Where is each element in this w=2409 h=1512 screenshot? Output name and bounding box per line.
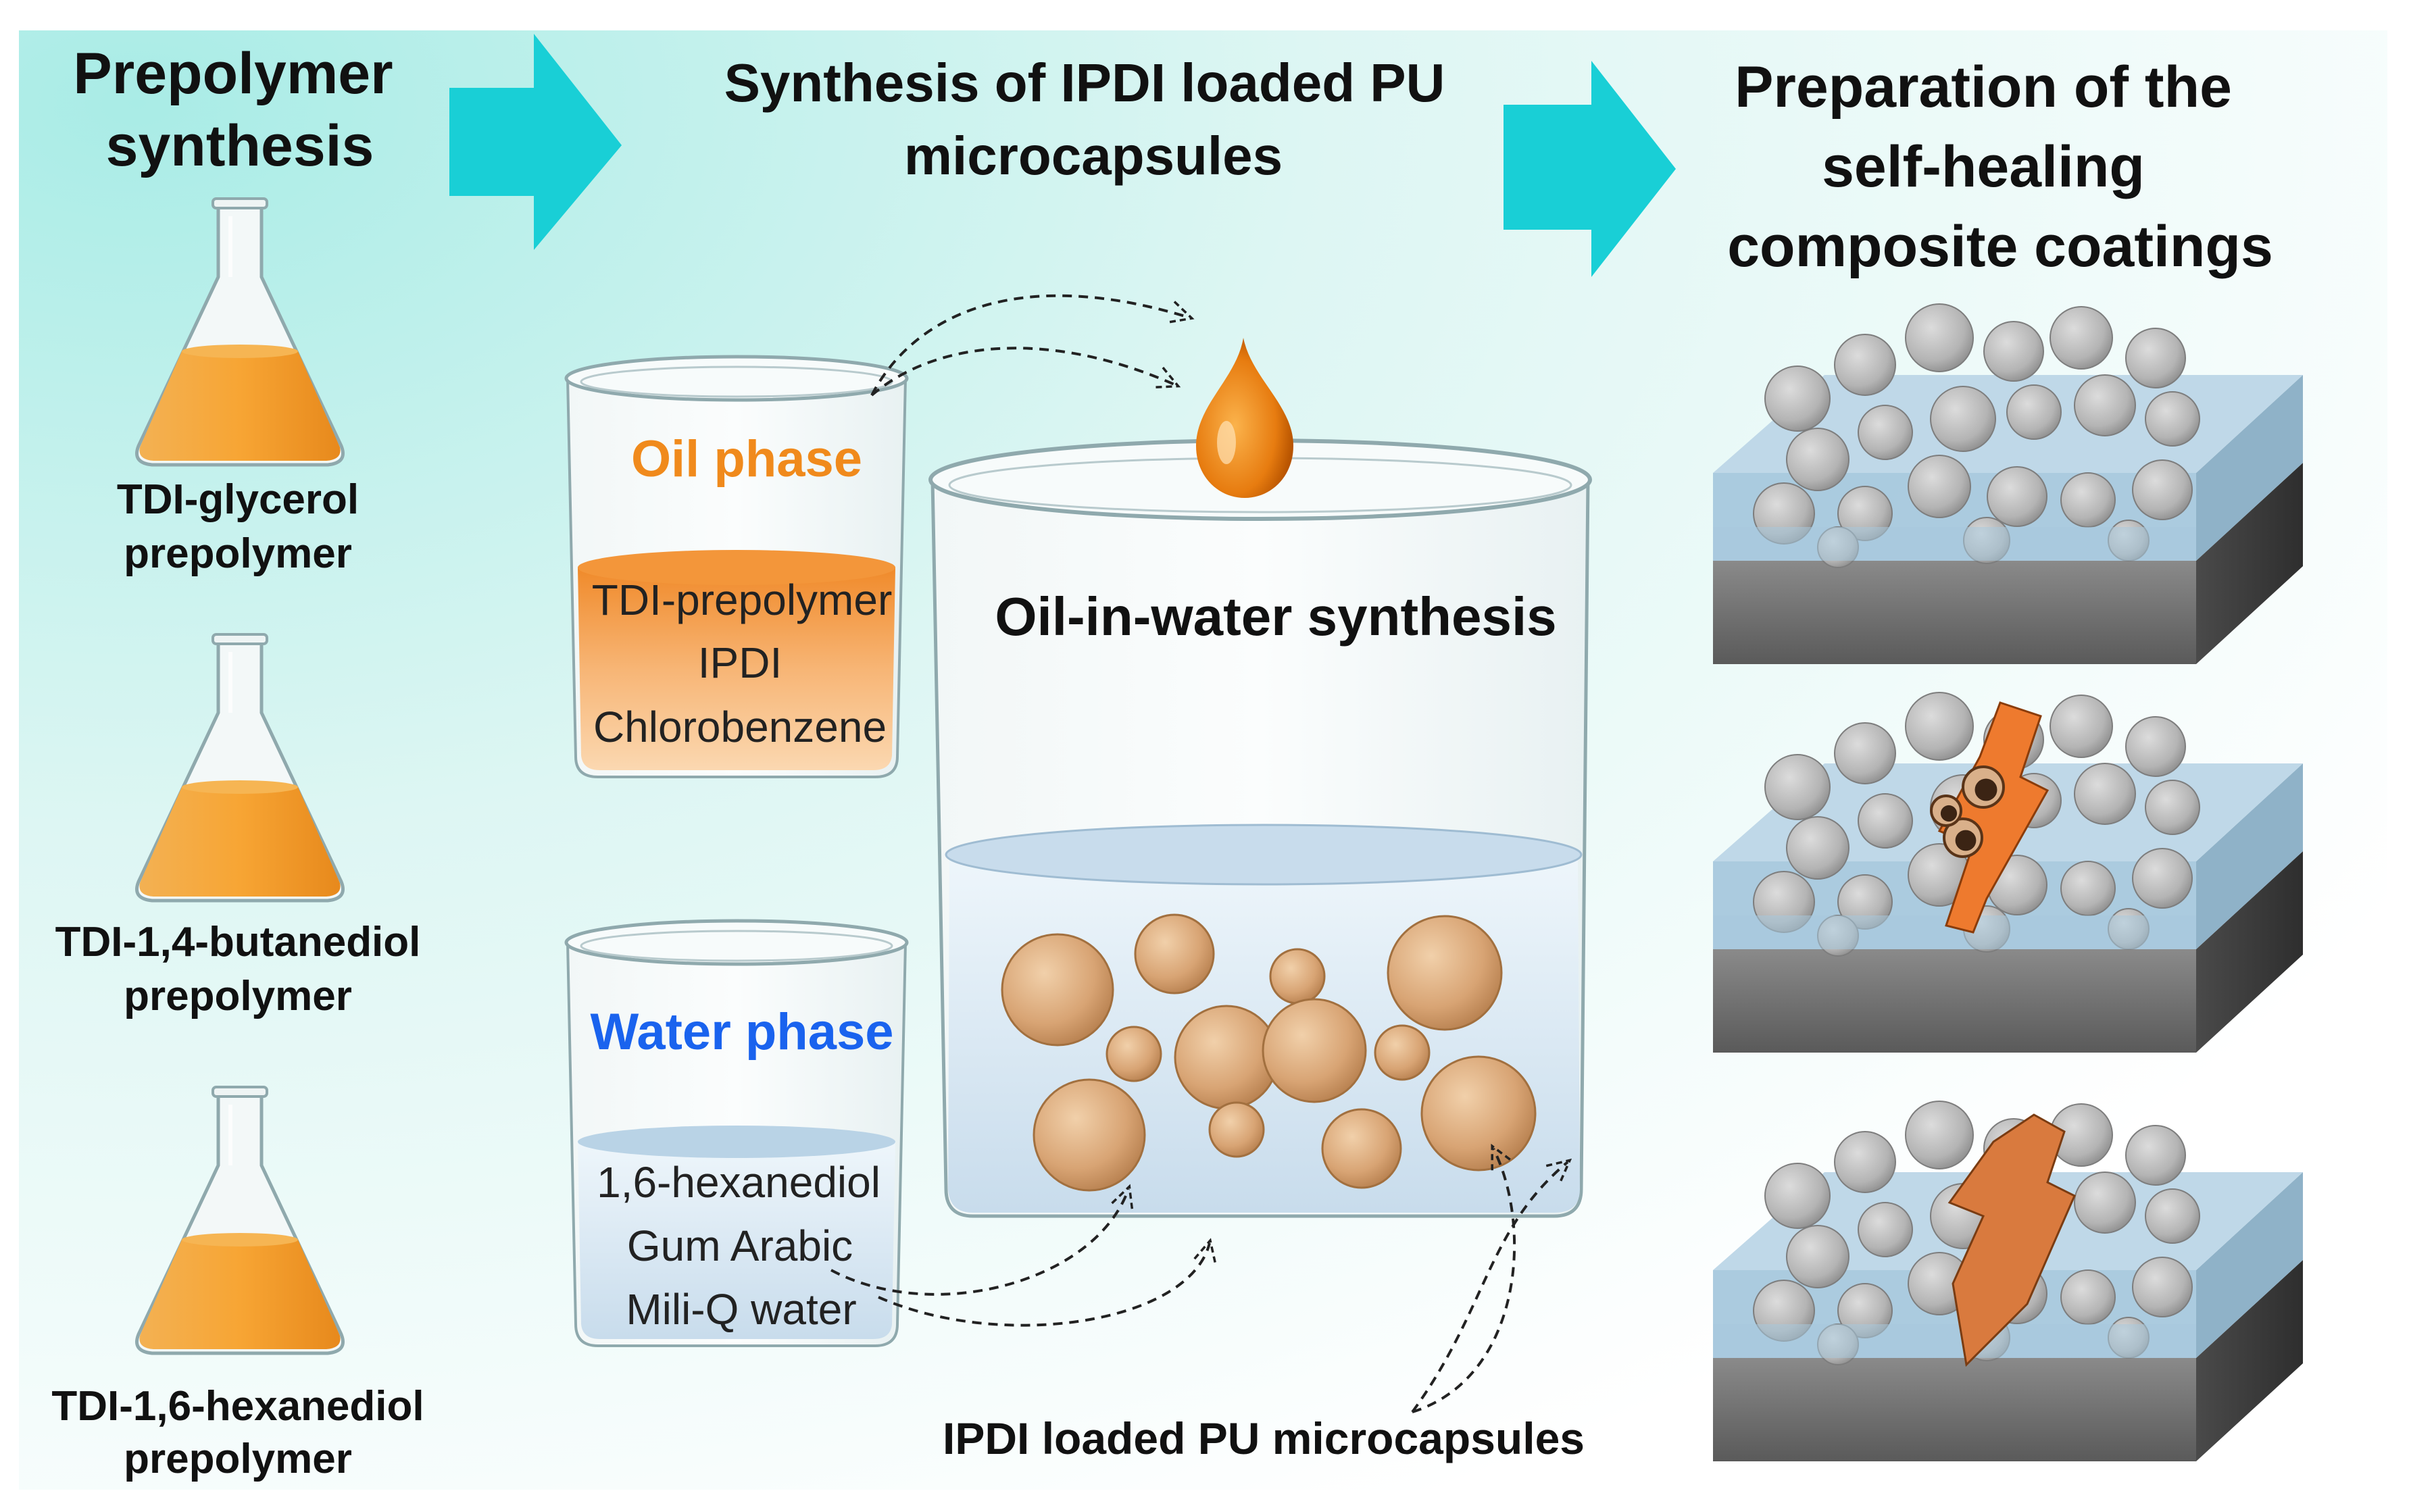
heading-line: self-healing	[1822, 134, 2145, 199]
filler-microcapsule	[2060, 472, 2116, 528]
filler-microcapsule	[1786, 816, 1849, 880]
filler-microcapsule	[2074, 763, 2136, 825]
water-phase-component: Gum Arabic	[627, 1221, 853, 1270]
heading-line: synthesis	[106, 114, 374, 178]
microcapsule	[1001, 933, 1114, 1047]
heading-line: Preparation of the	[1735, 55, 2232, 120]
filler-microcapsule	[1905, 692, 1974, 761]
process-arrow-icon	[1504, 61, 1676, 277]
flask-label: prepolymer	[124, 973, 352, 1019]
filler-microcapsule	[1930, 386, 1996, 452]
microcapsule	[1134, 913, 1215, 994]
filler-microcapsule	[1764, 754, 1831, 820]
filler-microcapsule	[1786, 428, 1849, 491]
process-arrow-icon	[449, 34, 622, 250]
filler-microcapsule	[1858, 1202, 1913, 1257]
heading-coating-preparation: Preparation of the self-healing composit…	[1727, 55, 2273, 279]
filler-microcapsule	[1764, 1163, 1831, 1229]
heading-prepolymer-synthesis: Prepolymer synthesis	[73, 41, 393, 178]
oil-phase-component: IPDI	[698, 638, 782, 687]
heading-line: Prepolymer	[73, 41, 393, 106]
filler-microcapsule	[2145, 391, 2200, 447]
filler-microcapsule	[1834, 334, 1896, 396]
water-to-beaker-arrow	[878, 1243, 1210, 1327]
flask-label: TDI-1,4-butanediol	[55, 919, 421, 965]
erlenmeyer-flask-icon	[135, 197, 345, 467]
filler-microcapsule	[1983, 321, 2044, 382]
composite-coating-block	[1713, 692, 2303, 1053]
oil-phase-title: Oil phase	[631, 430, 862, 488]
oil-phase-beaker: Oil phase TDI-prepolymer IPDI Chlorobenz…	[564, 355, 909, 778]
filler-microcapsule	[1834, 722, 1896, 784]
microcapsule	[1387, 915, 1503, 1031]
microcapsule	[1374, 1024, 1431, 1081]
heading-microcapsule-synthesis: Synthesis of IPDI loaded PU microcapsule…	[724, 53, 1445, 186]
erlenmeyer-flask-icon	[135, 1086, 345, 1355]
filler-microcapsule	[2132, 459, 2193, 520]
microcapsule	[1269, 948, 1326, 1005]
filler-microcapsule	[1987, 466, 2047, 527]
oil-phase-component: TDI-prepolymer	[592, 576, 893, 624]
flow-arrows	[830, 296, 1568, 1413]
oil-phase-component: Chlorobenzene	[593, 703, 887, 751]
flask-label: prepolymer	[124, 530, 352, 577]
filler-microcapsule	[1858, 793, 1913, 849]
water-phase-component: 1,6-hexanediol	[597, 1158, 880, 1207]
filler-microcapsule	[1764, 366, 1831, 432]
filler-microcapsule	[1905, 1101, 1974, 1169]
heading-line: composite coatings	[1727, 214, 2273, 279]
heading-line: microcapsules	[904, 126, 1283, 186]
composite-coating-block	[1713, 303, 2303, 664]
erlenmeyer-flask-icon	[135, 633, 345, 903]
water-phase-component: Mili-Q water	[626, 1285, 856, 1334]
filler-microcapsule	[1834, 1131, 1896, 1193]
filler-microcapsule	[1905, 303, 1974, 372]
filler-microcapsule	[2132, 1257, 2193, 1317]
microcapsule	[1106, 1026, 1162, 1082]
filler-microcapsule	[2050, 695, 2113, 758]
filler-microcapsule	[2145, 1188, 2200, 1244]
filler-microcapsule	[2074, 374, 2136, 436]
filler-microcapsule	[2125, 328, 2186, 388]
filler-microcapsule	[2125, 1125, 2186, 1186]
filler-microcapsule	[1858, 405, 1913, 460]
water-phase-title: Water phase	[590, 1003, 893, 1061]
filler-microcapsule	[2125, 716, 2186, 777]
flask-label: prepolymer	[124, 1436, 352, 1482]
microcapsule	[1420, 1055, 1537, 1171]
flask-label: TDI-glycerol	[117, 476, 359, 523]
filler-microcapsule	[2132, 848, 2193, 909]
filler-microcapsule	[2060, 1269, 2116, 1325]
filler-microcapsule	[2060, 861, 2116, 916]
microcapsule	[1208, 1101, 1265, 1158]
oil-to-beaker-arrow	[870, 347, 1176, 395]
filler-microcapsule	[1786, 1225, 1849, 1288]
oil-in-water-label: Oil-in-water synthesis	[995, 586, 1556, 647]
microcapsule-label: IPDI loaded PU microcapsules	[943, 1413, 1585, 1463]
microcapsule	[1033, 1078, 1146, 1192]
heading-line: Synthesis of IPDI loaded PU	[724, 53, 1445, 113]
filler-microcapsule	[1908, 455, 1971, 518]
flask-label: TDI-1,6-hexanediol	[51, 1383, 424, 1430]
filler-microcapsule	[2050, 306, 2113, 370]
microcapsule	[1262, 998, 1367, 1103]
water-phase-beaker: Water phase 1,6-hexanediol Gum Arabic Mi…	[564, 919, 909, 1347]
filler-microcapsule	[2145, 780, 2200, 835]
water-to-beaker-arrow	[830, 1189, 1128, 1296]
oil-to-beaker-arrow	[870, 296, 1189, 396]
oil-in-water-beaker: Oil-in-water synthesis	[928, 438, 1592, 1218]
crack	[1947, 1113, 2076, 1367]
filler-microcapsule	[2074, 1171, 2136, 1234]
composite-coating-block	[1713, 1101, 2303, 1461]
filler-microcapsule	[2006, 384, 2062, 440]
microcapsule	[1321, 1108, 1402, 1189]
